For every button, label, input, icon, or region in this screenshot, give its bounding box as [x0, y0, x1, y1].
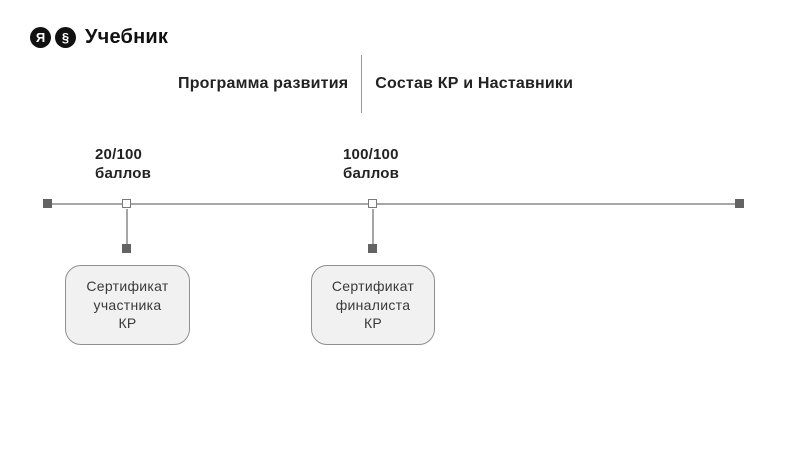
header-divider	[361, 55, 363, 113]
milestone-node-1	[122, 199, 131, 208]
connector-line-2	[372, 209, 374, 244]
score-label-20: 20/100 баллов	[95, 146, 152, 182]
certificate-finalist-box: Сертификат финалиста КР	[311, 265, 435, 345]
yandex-uchebnik-logo: Я § Учебник	[30, 26, 168, 49]
timeline-line	[48, 203, 740, 205]
tab-kr-and-mentors: Состав КР и Наставники	[375, 75, 574, 92]
timeline-end-marker	[735, 199, 744, 208]
timeline-start-marker	[43, 199, 52, 208]
certificate-participant-box: Сертификат участника КР	[65, 265, 190, 345]
tab-development-program: Программа развития	[178, 75, 349, 92]
header-tabs: Программа развития Состав КР и Наставник…	[178, 55, 573, 113]
logo-text: Учебник	[85, 26, 169, 48]
logo-section-icon: §	[55, 27, 76, 48]
connector-anchor-1	[122, 244, 131, 253]
logo-letter-icon: Я	[30, 27, 51, 48]
connector-anchor-2	[368, 244, 377, 253]
connector-line-1	[126, 209, 128, 244]
milestone-node-2	[368, 199, 377, 208]
score-label-100: 100/100 баллов	[343, 146, 400, 182]
